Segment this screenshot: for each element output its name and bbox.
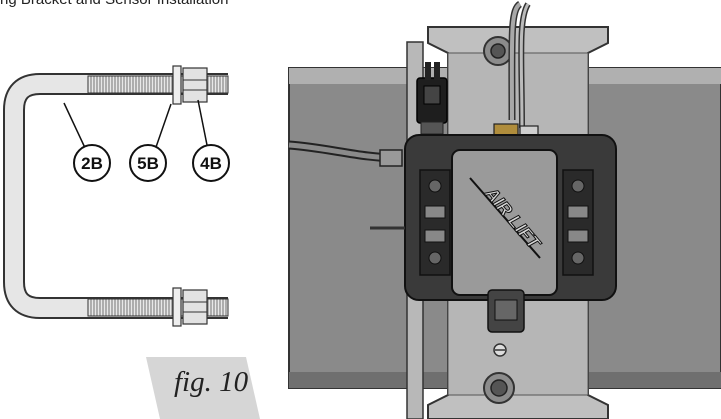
- washer-5b-top: [172, 65, 182, 105]
- module-plug: [487, 289, 525, 333]
- nut-4b-top: [182, 67, 208, 103]
- callout-5b-label: 5B: [137, 154, 159, 173]
- harness-cable: [288, 140, 403, 167]
- sensor-connector: [416, 62, 448, 135]
- u-bolt-drawing: [3, 73, 229, 319]
- figure-label-tab: [146, 357, 260, 419]
- top-caption-text: ng Bracket and Sensor Installation: [0, 0, 228, 8]
- callout-5b: 5B: [129, 144, 167, 182]
- bracket-bolt-bottom: [483, 372, 515, 404]
- callout-4b: 4B: [192, 144, 230, 182]
- bracket-hole-small: [493, 343, 507, 357]
- nut-4b-bottom: [182, 289, 208, 325]
- callout-leaders: [63, 99, 209, 151]
- callout-2b: 2B: [73, 144, 111, 182]
- callout-2b-label: 2B: [81, 154, 103, 173]
- callout-4b-label: 4B: [200, 154, 222, 173]
- washer-5b-bottom: [172, 287, 182, 327]
- figure-label: fig. 10: [174, 366, 249, 398]
- air-line: [508, 1, 531, 129]
- bracket-bolt-top: [483, 36, 513, 66]
- control-module: AIR LIFT: [404, 134, 617, 301]
